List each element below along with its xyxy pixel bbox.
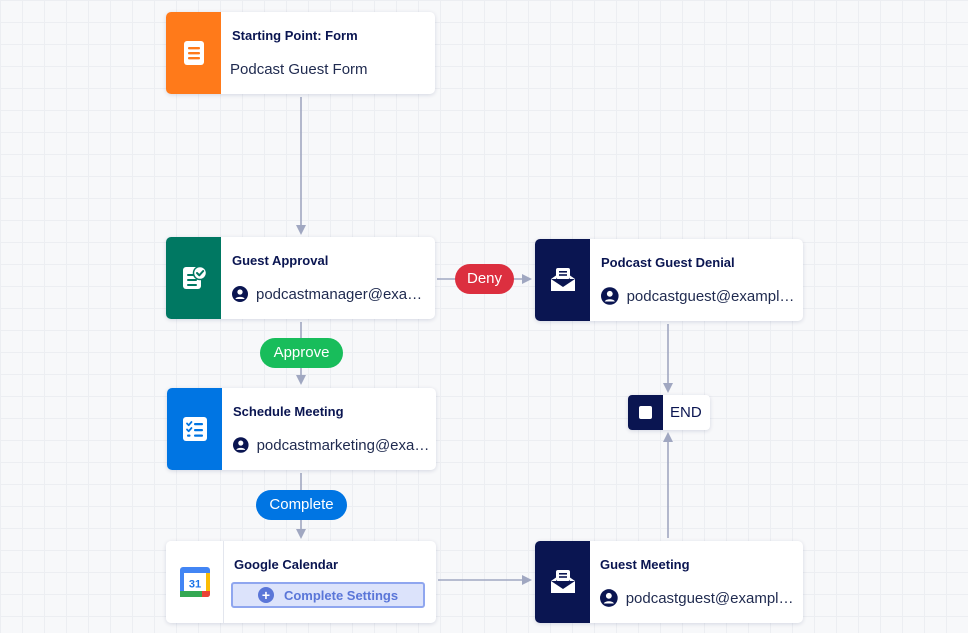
email-inbox-icon bbox=[550, 570, 575, 593]
assignee-email: podcastguest@example.com bbox=[626, 287, 797, 305]
node-title: Guest Meeting bbox=[600, 557, 690, 572]
email-icon-box bbox=[535, 541, 590, 623]
complete-settings-label: Complete Settings bbox=[283, 587, 399, 603]
user-avatar-icon bbox=[233, 437, 249, 453]
node-title: Starting Point: Form bbox=[232, 28, 358, 43]
node-subtitle: Podcast Guest Form bbox=[230, 61, 368, 78]
email-icon-box bbox=[535, 239, 590, 321]
end-label: END bbox=[670, 404, 702, 421]
calendar-day-number: 31 bbox=[188, 579, 200, 591]
schedule-meeting-node[interactable]: Schedule Meeting podcastmarketing@exampl… bbox=[167, 388, 436, 470]
user-avatar-icon bbox=[600, 589, 618, 607]
assignee-email: podcastmanager@example.com bbox=[256, 285, 429, 303]
assignee-email: podcastmarketing@example.com bbox=[256, 436, 430, 454]
stop-icon bbox=[628, 395, 663, 430]
google-calendar-node[interactable]: 31 Google Calendar + Complete Settings bbox=[166, 541, 436, 623]
node-title: Schedule Meeting bbox=[233, 404, 344, 419]
node-title: Guest Approval bbox=[232, 253, 329, 268]
approval-icon-box bbox=[166, 237, 221, 319]
form-icon bbox=[183, 41, 204, 65]
podcast-guest-denial-node[interactable]: Podcast Guest Denial podcastguest@exampl… bbox=[535, 239, 803, 321]
complete-edge-label[interactable]: Complete bbox=[256, 490, 347, 520]
guest-meeting-node[interactable]: Guest Meeting podcastguest@example.com bbox=[535, 541, 803, 623]
user-avatar-icon bbox=[601, 287, 619, 305]
node-title: Podcast Guest Denial bbox=[601, 255, 735, 270]
approval-clipboard-icon bbox=[182, 265, 207, 289]
calendar-icon-box: 31 bbox=[166, 541, 224, 623]
schedule-icon-box bbox=[167, 388, 222, 470]
user-avatar-icon bbox=[232, 286, 248, 302]
end-node[interactable]: END bbox=[628, 395, 710, 430]
form-icon-box bbox=[166, 12, 221, 94]
guest-approval-node[interactable]: Guest Approval podcastmanager@example.co… bbox=[166, 237, 435, 319]
assignee: podcastguest@example.com bbox=[601, 286, 797, 306]
complete-settings-button[interactable]: + Complete Settings bbox=[231, 582, 425, 608]
assignee: podcastmarketing@example.com bbox=[233, 435, 430, 455]
assignee: podcastguest@example.com bbox=[600, 588, 797, 608]
assignee-email: podcastguest@example.com bbox=[625, 589, 797, 607]
email-inbox-icon bbox=[550, 268, 575, 291]
task-list-icon bbox=[182, 417, 207, 441]
google-calendar-icon: 31 bbox=[179, 567, 210, 597]
plus-icon: + bbox=[257, 587, 274, 603]
assignee: podcastmanager@example.com bbox=[232, 284, 429, 304]
node-title: Google Calendar bbox=[234, 557, 339, 572]
approve-edge-label[interactable]: Approve bbox=[260, 338, 343, 368]
deny-edge-label[interactable]: Deny bbox=[455, 264, 514, 294]
start-form-node[interactable]: Starting Point: Form Podcast Guest Form bbox=[166, 12, 435, 94]
